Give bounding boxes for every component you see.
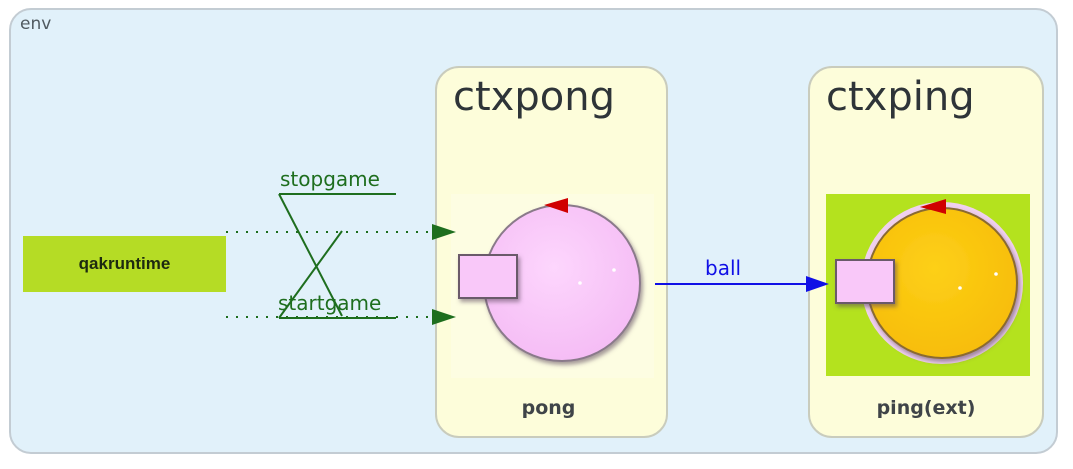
message-label-startgame[interactable]: startgame xyxy=(278,291,382,315)
context-title-ctxpong: ctxpong xyxy=(453,74,615,120)
qakruntime-node[interactable]: qakruntime xyxy=(23,236,226,292)
actor-pong[interactable] xyxy=(458,198,641,362)
dispatch-ball-arrowhead xyxy=(806,276,829,292)
pong-actor-dot xyxy=(612,268,616,272)
pong-direction-marker xyxy=(544,198,568,213)
event-stopgame-arrowhead xyxy=(432,224,456,240)
actor-ping[interactable] xyxy=(835,199,1023,364)
qakruntime-label: qakruntime xyxy=(78,254,171,273)
env-label: env xyxy=(20,14,52,34)
ping-actor-dot xyxy=(994,272,998,276)
actor-label-ping: ping(ext) xyxy=(876,397,976,419)
message-label-ball[interactable]: ball xyxy=(705,256,742,280)
message-label-stopgame[interactable]: stopgame xyxy=(280,167,380,191)
event-stopgame-connector xyxy=(278,193,343,317)
event-startgame-arrowhead xyxy=(432,309,456,325)
context-title-ctxping: ctxping xyxy=(826,74,975,120)
event-startgame-connector xyxy=(278,230,343,319)
event-startgame[interactable] xyxy=(226,230,456,325)
event-stopgame[interactable] xyxy=(226,193,456,317)
ping-actor-dot xyxy=(958,286,962,290)
ping-actor-port xyxy=(835,259,895,304)
pong-actor-port xyxy=(458,254,518,299)
actor-label-pong: pong xyxy=(521,397,576,419)
dispatch-ball[interactable] xyxy=(655,276,829,292)
ping-direction-marker xyxy=(920,199,946,214)
pong-actor-dot xyxy=(578,281,582,285)
